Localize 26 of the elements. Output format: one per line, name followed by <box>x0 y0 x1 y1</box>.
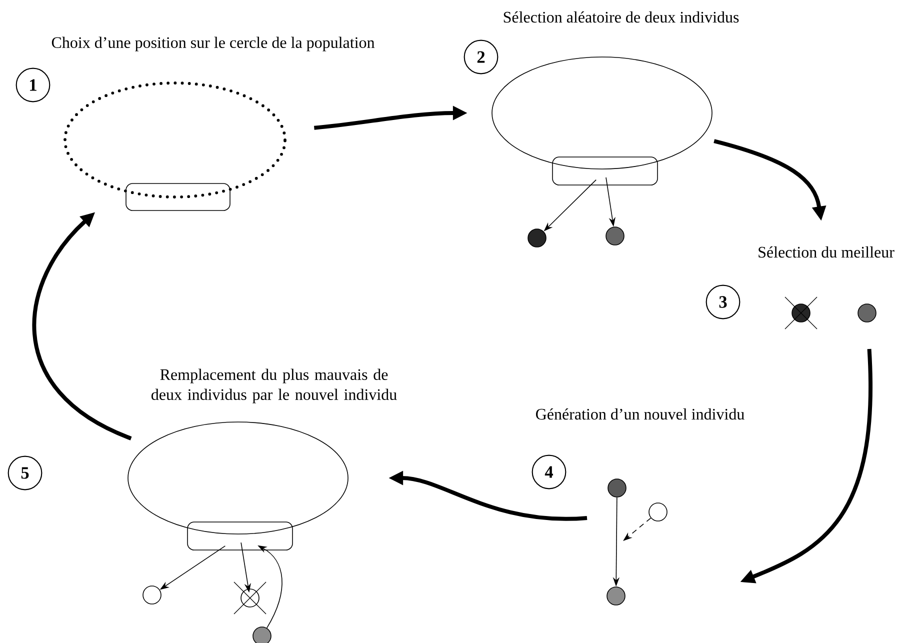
selection-window <box>126 183 230 211</box>
step-number: 2 <box>464 40 498 74</box>
crossed-individual <box>784 296 818 330</box>
step-heading: Génération d’un nouvel individu <box>536 408 744 420</box>
step-heading: Sélection du meilleur <box>758 246 894 258</box>
selection-window <box>552 156 658 186</box>
individual-dot <box>858 304 876 322</box>
crossed-individual <box>234 582 266 614</box>
individual-dot <box>606 226 624 246</box>
step-number: 5 <box>8 456 42 490</box>
step-heading: Choix d’une position sur le cercle de la population <box>52 36 375 52</box>
individual-dot <box>528 228 546 248</box>
individual-dot <box>648 502 668 522</box>
step-number: 1 <box>16 68 50 102</box>
population-ellipse <box>492 56 712 170</box>
dotted-ellipse <box>64 82 286 198</box>
step-number: 4 <box>532 454 566 490</box>
individual-dot <box>142 586 162 604</box>
population-ellipse <box>128 422 348 534</box>
individual-dot <box>608 478 626 498</box>
selection-window <box>187 522 293 550</box>
individual-dot <box>606 586 626 606</box>
step-heading: Sélection aléatoire de deux individus <box>504 11 739 23</box>
step-heading: Remplacement du plus mauvais de deux individus par le nouvel individu <box>152 368 397 404</box>
step-number: 3 <box>706 284 740 320</box>
individual-dot <box>252 626 272 643</box>
